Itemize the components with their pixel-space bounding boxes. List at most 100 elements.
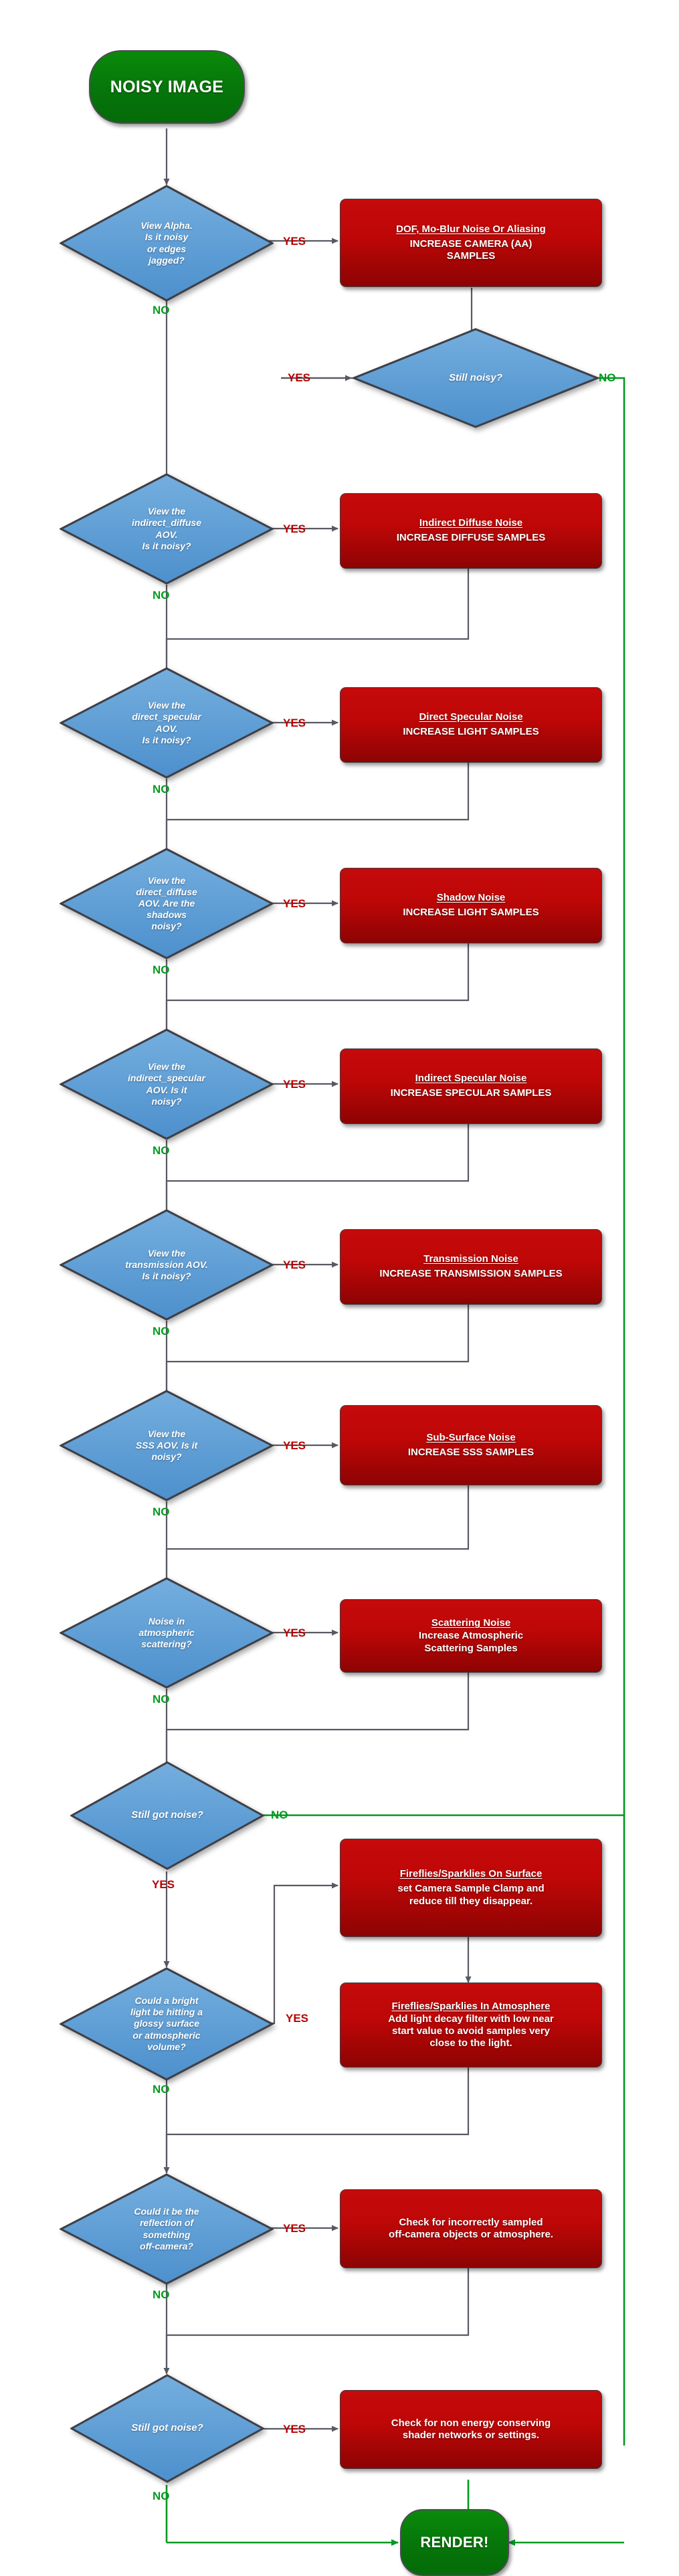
edge-label-yes: YES [283,1259,306,1271]
action-body: Add light decay filter with low near sta… [388,2013,554,2049]
diamond-shape [60,1028,274,1140]
decision-atmospheric-scattering[interactable]: Noise in atmospheric scattering? [60,1577,274,1689]
decision-direct-specular[interactable]: View the direct_specular AOV. Is it nois… [60,667,274,779]
action-sss-samples[interactable]: Sub-Surface Noise INCREASE SSS SAMPLES [340,1405,602,1485]
edge-label-no: NO [153,2490,170,2502]
decision-view-alpha[interactable]: View Alpha. Is it noisy or edges jagged? [60,185,274,302]
action-light-samples-specular[interactable]: Direct Specular Noise INCREASE LIGHT SAM… [340,687,602,763]
action-title: Sub-Surface Noise [426,1431,516,1443]
decision-label: Could it be the reflection of something … [134,2206,199,2251]
action-title: Fireflies/Sparklies In Atmosphere [391,2000,551,2012]
diamond-shape [60,1390,274,1501]
edge-label-no: NO [153,1144,170,1157]
action-fireflies-atmosphere[interactable]: Fireflies/Sparklies In Atmosphere Add li… [340,1983,602,2067]
decision-label: View the direct_diffuse AOV. Are the sha… [136,875,197,932]
action-off-camera-check[interactable]: Check for incorrectly sampled off-camera… [340,2189,602,2268]
decision-label: View the indirect_specular AOV. Is it no… [128,1061,205,1107]
decision-label: Still got noise? [131,1809,203,1821]
action-title: Transmission Noise [423,1253,518,1265]
action-body: INCREASE SSS SAMPLES [407,1446,535,1458]
edge-label-no: NO [599,371,616,384]
edge-label-no: NO [153,2083,170,2096]
decision-label: Noise in atmospheric scattering? [138,1615,195,1650]
decision-label: View the indirect_diffuse AOV. Is it noi… [132,506,201,551]
start-node[interactable]: NOISY IMAGE [89,50,245,124]
decision-label: Still noisy? [448,371,502,383]
action-fireflies-surface[interactable]: Fireflies/Sparklies On Surface set Camer… [340,1839,602,1937]
edge-label-yes: YES [283,235,306,248]
action-body: INCREASE CAMERA (AA) SAMPLES [409,238,532,262]
edge-label-yes: YES [286,2012,309,2025]
action-title: Shadow Noise [436,892,506,904]
edge-label-no: NO [153,963,170,976]
decision-transmission[interactable]: View the transmission AOV. Is it noisy? [60,1209,274,1321]
diamond-shape [70,1761,264,1870]
action-title: Fireflies/Sparklies On Surface [399,1868,543,1880]
edge-label-yes: YES [283,1439,306,1452]
decision-still-got-noise-1[interactable]: Still got noise? [70,1761,264,1870]
decision-indirect-diffuse[interactable]: View the indirect_diffuse AOV. Is it noi… [60,473,274,585]
edge-label-yes: YES [283,523,306,535]
diamond-shape [70,2374,264,2483]
diamond-shape [60,473,274,585]
end-label: RENDER! [420,2534,489,2551]
edge-label-yes: YES [283,717,306,729]
decision-indirect-specular[interactable]: View the indirect_specular AOV. Is it no… [60,1028,274,1140]
start-label: NOISY IMAGE [110,77,224,96]
decision-still-got-noise-2[interactable]: Still got noise? [70,2374,264,2483]
action-transmission-samples[interactable]: Transmission Noise INCREASE TRANSMISSION… [340,1229,602,1305]
action-body: INCREASE LIGHT SAMPLES [403,726,539,738]
end-node[interactable]: RENDER! [400,2509,509,2576]
diamond-shape [60,185,274,302]
diamond-shape [60,1577,274,1689]
edge-label-no: NO [153,783,170,796]
action-diffuse-samples[interactable]: Indirect Diffuse Noise INCREASE DIFFUSE … [340,493,602,569]
action-aa-samples[interactable]: DOF, Mo-Blur Noise Or Aliasing INCREASE … [340,199,602,287]
decision-still-noisy[interactable]: Still noisy? [353,328,599,428]
edge-label-no: NO [153,304,170,316]
edge-label-no: NO [153,589,170,602]
diamond-shape [353,328,599,428]
action-body: INCREASE SPECULAR SAMPLES [390,1087,552,1099]
diamond-shape [60,1209,274,1321]
decision-label: View the direct_specular AOV. Is it nois… [132,700,201,745]
edge-label-yes: YES [283,1078,306,1091]
action-body: INCREASE DIFFUSE SAMPLES [396,532,546,544]
decision-label: Still got noise? [131,2422,203,2434]
action-shader-check[interactable]: Check for non energy conserving shader n… [340,2390,602,2469]
edge-label-no: NO [153,1505,170,1518]
decision-label: View the SSS AOV. Is it noisy? [135,1428,198,1463]
diamond-shape [60,667,274,779]
diamond-shape [60,848,274,959]
edge-label-no: NO [153,1693,170,1706]
edge-label-yes: YES [152,1878,175,1891]
edge-label-yes: YES [288,371,311,384]
edge-label-no: NO [153,1325,170,1338]
edge-label-no: NO [271,1809,288,1821]
decision-direct-diffuse-shadows[interactable]: View the direct_diffuse AOV. Are the sha… [60,848,274,959]
action-body: INCREASE LIGHT SAMPLES [403,907,539,919]
action-scattering-samples[interactable]: Scattering Noise Increase Atmospheric Sc… [340,1599,602,1673]
diamond-shape [60,2173,274,2285]
action-body: INCREASE TRANSMISSION SAMPLES [379,1268,563,1280]
decision-label: View Alpha. Is it noisy or edges jagged? [140,220,193,266]
action-light-samples-shadow[interactable]: Shadow Noise INCREASE LIGHT SAMPLES [340,868,602,943]
action-body: set Camera Sample Clamp and reduce till … [397,1883,545,1907]
action-specular-samples[interactable]: Indirect Specular Noise INCREASE SPECULA… [340,1048,602,1124]
action-title: Direct Specular Noise [419,711,523,723]
decision-bright-light-glossy[interactable]: Could a bright light be hitting a glossy… [60,1967,274,2081]
edge-label-yes: YES [283,2423,306,2435]
edge-label-yes: YES [283,1627,306,1639]
action-title: Indirect Specular Noise [415,1073,527,1085]
edge-label-yes: YES [283,897,306,910]
decision-off-camera-reflection[interactable]: Could it be the reflection of something … [60,2173,274,2285]
action-title: DOF, Mo-Blur Noise Or Aliasing [396,223,546,235]
action-title: Scattering Noise [431,1617,511,1629]
diamond-shape [60,1967,274,2081]
action-body: Check for incorrectly sampled off-camera… [389,2216,553,2240]
decision-sss[interactable]: View the SSS AOV. Is it noisy? [60,1390,274,1501]
action-body: Check for non energy conserving shader n… [391,2417,551,2441]
decision-label: View the transmission AOV. Is it noisy? [125,1247,208,1282]
action-body: Increase Atmospheric Scattering Samples [418,1630,524,1654]
decision-label: Could a bright light be hitting a glossy… [130,1995,203,2052]
